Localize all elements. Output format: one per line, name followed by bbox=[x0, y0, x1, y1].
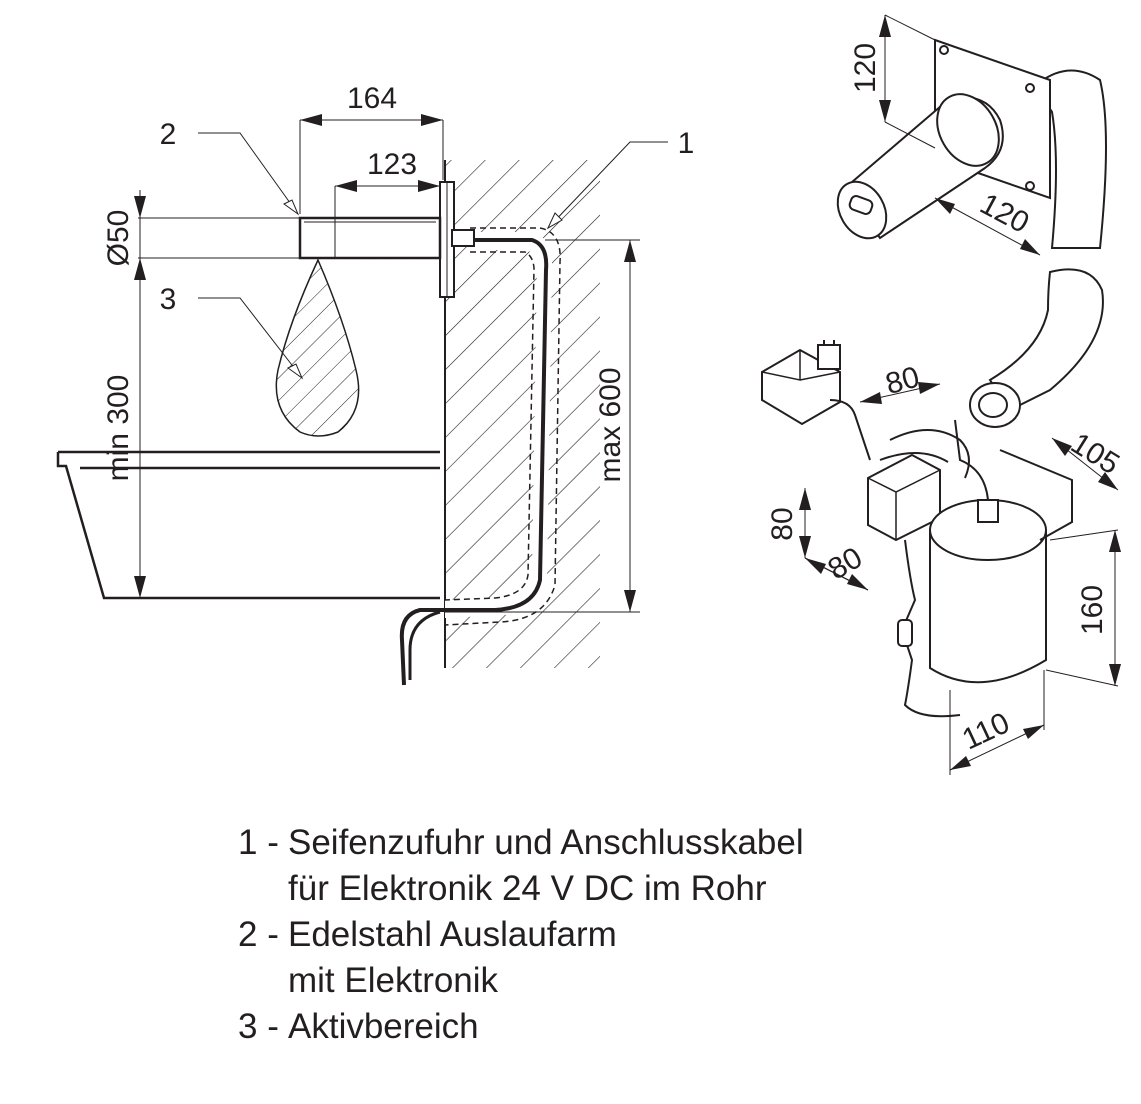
dim-min-height: min 300 bbox=[102, 375, 135, 482]
dim-tank-depth: 105 bbox=[1065, 427, 1125, 482]
dim-arm-length: 164 bbox=[347, 82, 397, 115]
legend-item-2: 2 - Edelstahl Auslaufarm bbox=[238, 912, 804, 958]
basin bbox=[56, 452, 440, 600]
legend-text-1a: Seifenzufuhr und Anschlusskabel bbox=[288, 823, 804, 862]
dim-max-depth: max 600 bbox=[594, 367, 627, 482]
leader-2 bbox=[198, 132, 299, 215]
legend-text-2b: mit Elektronik bbox=[288, 961, 499, 1000]
leader-1 bbox=[547, 141, 668, 229]
legend: 1 - Seifenzufuhr und Anschlusskabel für … bbox=[238, 820, 804, 1050]
spout-arm bbox=[298, 216, 442, 260]
legend-text-3a: Aktivbereich bbox=[288, 1007, 479, 1046]
wall-section bbox=[445, 160, 600, 668]
technical-drawing: 164 123 Ø50 min 300 max 600 2 3 1 bbox=[56, 14, 1125, 775]
dim-box-width: 80 bbox=[882, 361, 923, 402]
dim-box-depth: 80 bbox=[823, 541, 868, 586]
legend-text-1b: für Elektronik 24 V DC im Rohr bbox=[288, 869, 767, 908]
dim-arm-diameter: Ø50 bbox=[102, 210, 135, 267]
legend-item-3: 3 - Aktivbereich bbox=[238, 1004, 804, 1050]
leader-3 bbox=[198, 297, 303, 379]
legend-num-3: 3 - bbox=[238, 1007, 279, 1046]
hose-lower bbox=[988, 268, 1104, 412]
dim-flange-size: 120 bbox=[849, 43, 882, 93]
side-view bbox=[56, 114, 668, 686]
active-zone-drop bbox=[275, 258, 360, 437]
callout-1: 1 bbox=[678, 127, 695, 160]
dim-tank-height: 160 bbox=[1076, 585, 1109, 635]
cable bbox=[399, 238, 549, 686]
legend-text-2a: Edelstahl Auslaufarm bbox=[288, 915, 617, 954]
soap-tank bbox=[929, 529, 1047, 684]
legend-num-2: 2 - bbox=[238, 915, 279, 954]
legend-item-1: 1 - Seifenzufuhr und Anschlusskabel bbox=[238, 820, 804, 866]
dim-arm-inner: 123 bbox=[367, 148, 417, 181]
callout-2: 2 bbox=[160, 118, 177, 151]
legend-num-1: 1 - bbox=[238, 823, 279, 862]
callout-3: 3 bbox=[160, 283, 177, 316]
conduit-dashed bbox=[444, 227, 561, 626]
dim-box-height: 80 bbox=[766, 507, 799, 540]
dim-tube-length: 120 bbox=[975, 187, 1035, 240]
isometric-view bbox=[761, 14, 1121, 775]
control-box bbox=[867, 453, 941, 542]
dim-tank-width: 110 bbox=[957, 706, 1014, 756]
